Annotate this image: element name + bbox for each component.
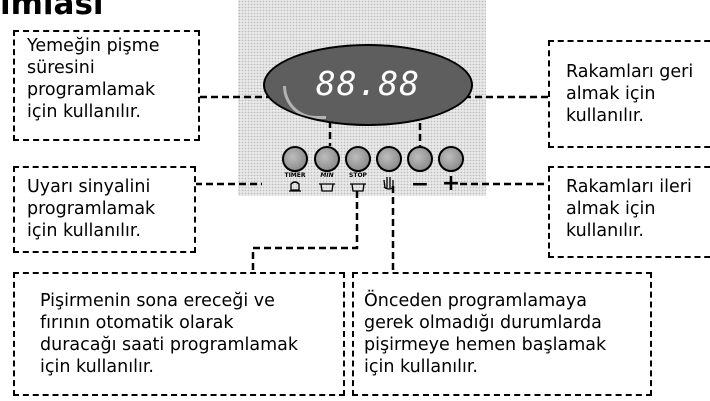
display-digits: 88.88	[315, 64, 421, 103]
minus-button[interactable]	[407, 146, 433, 172]
callout-text-line: Rakamları ileri	[566, 177, 692, 197]
callout-text-line: programlamak	[27, 199, 156, 219]
callout-decrease: Rakamları geri almak için kullanılır.	[548, 40, 710, 148]
callout-text-line: Önceden programlamaya	[364, 291, 587, 311]
manual-button[interactable]	[376, 146, 402, 172]
hand-icon	[383, 177, 395, 190]
pot-icon	[319, 183, 335, 192]
callout-text-line: almak için	[566, 84, 656, 104]
cook-time-button-label: MIN	[320, 172, 334, 179]
callout-text-line: almak için	[566, 199, 656, 219]
callout-increase: Rakamları ileri almak için kullanılır.	[548, 166, 710, 258]
callout-text-line: için kullanılır.	[27, 221, 141, 241]
callout-text-line: Rakamları geri	[566, 62, 694, 82]
callout-start-now: Önceden programlamaya gerek olmadığı dur…	[352, 272, 652, 396]
callout-text-line: pişirmeye hemen başlamak	[364, 335, 607, 355]
callout-text-line: fırının otomatik olarak	[40, 313, 234, 333]
pot-stop-icon	[350, 183, 366, 192]
callout-text-line: gerek olmadığı durumlarda	[364, 313, 602, 333]
callout-text-line: programlamak	[27, 80, 156, 100]
callout-cook-time: Yemeğin pişme süresini programlamak için…	[13, 30, 200, 141]
plus-symbol: +	[441, 171, 461, 196]
page-title: ımlası	[0, 0, 104, 22]
callout-text-line: kullanılır.	[566, 106, 644, 126]
callout-text-line: Yemeğin pişme	[27, 36, 160, 56]
callout-text-line: süresini	[27, 58, 95, 78]
callout-text-line: için kullanılır.	[40, 357, 154, 377]
callout-text-line: için kullanılır.	[27, 102, 141, 122]
callout-line-end-time	[251, 191, 359, 272]
callout-text-line: Pişirmenin sona ereceği ve	[40, 291, 275, 311]
cook-time-button[interactable]	[314, 146, 340, 172]
callout-alarm: Uyarı sinyalini programlamak için kullan…	[13, 166, 196, 253]
oven-display: 88.88	[263, 44, 473, 126]
callout-text-line: kullanılır.	[566, 221, 644, 241]
callout-text-line: için kullanılır.	[364, 357, 478, 377]
callout-text-line: duracağı saati programlamak	[40, 335, 299, 355]
callout-text-line: Uyarı sinyalini	[27, 177, 151, 197]
minus-symbol: −	[410, 172, 430, 197]
timer-button-label: TIMER	[284, 172, 306, 179]
plus-button[interactable]	[438, 146, 464, 172]
end-time-button-label: STOP	[349, 172, 367, 179]
end-time-button[interactable]	[345, 146, 371, 172]
callout-end-time: Pişirmenin sona ereceği ve fırının otoma…	[13, 272, 345, 396]
bell-icon	[289, 181, 301, 192]
timer-button[interactable]	[282, 146, 308, 172]
